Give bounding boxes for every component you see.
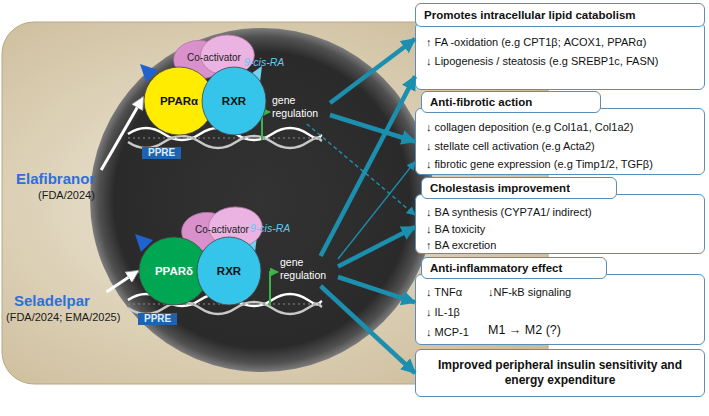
effect-header-text: Anti-inflammatory effect xyxy=(430,262,598,274)
effect-header-text: Promotes intracellular lipid catabolism xyxy=(424,9,696,21)
drug-label-text: (FDA/2024; EMA/2025) xyxy=(4,309,132,326)
coactivator-shape-text: Co-activator xyxy=(187,52,241,63)
receptor-ellipse-text: RXR xyxy=(222,95,246,107)
effect-list-text: ↓ TNFα xyxy=(426,286,462,298)
transcription-arrow xyxy=(270,272,278,306)
effect-list-text: ↓ BA synthesis (CYP7A1/ indirect) xyxy=(426,204,698,221)
effect-arrow xyxy=(338,162,415,259)
element-label: PPRE xyxy=(142,147,181,159)
effect-list-text: M1 → M2 (?) xyxy=(488,323,561,337)
effect-list: ↓ BA synthesis (CYP7A1/ indirect)↓ BA to… xyxy=(415,194,705,254)
effect-arrow xyxy=(321,76,415,256)
text-holder: Anti-inflammatory effect xyxy=(422,258,606,278)
effect-list: ↓ TNFα ↓NF-kB signaling ↓ IL-1β ↓ MCP-1 M1 →… xyxy=(415,274,705,345)
effect-list: ↓ collagen deposition (e.g Col1a1, Col1a… xyxy=(415,108,705,175)
drug-label-text: (FDA/2024) xyxy=(6,187,118,204)
text-holder: ↓ TNFα ↓NF-kB signaling ↓ IL-1β ↓ MCP-1 M1 →… xyxy=(416,275,704,344)
text-holder: ↓ BA synthesis (CYP7A1/ indirect)↓ BA to… xyxy=(416,195,704,253)
effect-list-text: ↓ Lipogenesis / steatosis (e.g SREBP1c, … xyxy=(426,52,698,71)
drug-label-text: Elafibranor xyxy=(6,170,118,187)
effect-arrow xyxy=(330,115,415,142)
effect-box: Improved peripheral insulin sensitivity … xyxy=(415,349,705,397)
text-holder: RXR xyxy=(201,66,267,136)
effect-arrow xyxy=(330,39,415,103)
effect-header: Anti-fibrotic action xyxy=(421,91,601,113)
effect-arrow xyxy=(307,124,415,215)
coactivator-shape-text: Co-activator xyxy=(195,224,249,235)
receptor-ellipse-text: RXR xyxy=(217,265,241,277)
receptor-ellipse-text: PPARα xyxy=(160,95,198,107)
receptor-fill xyxy=(197,237,261,305)
effect-header: Cholestasis improvement xyxy=(421,177,617,199)
effect-list-text: ↓ BA toxicity xyxy=(426,221,698,238)
text-holder: Improved peripheral insulin sensitivity … xyxy=(416,350,704,396)
effect-header-text: Cholestasis improvement xyxy=(430,182,608,194)
process-label-text: gene regulation xyxy=(272,94,330,120)
text-holder: Promotes intracellular lipid catabolism xyxy=(416,4,704,26)
drug-label-text: Seladelpar xyxy=(4,292,132,309)
drug-label: Seladelpar(FDA/2024; EMA/2025) xyxy=(4,292,132,334)
receptor-ellipse: RXR xyxy=(196,236,262,306)
drug-label: Elafibranor(FDA/2024) xyxy=(6,170,118,216)
text-holder: gene regulation xyxy=(280,256,338,286)
effect-list-text: ↓ fibrotic gene expression (e.g Timp1/2,… xyxy=(426,155,698,174)
effect-header: Anti-inflammatory effect xyxy=(421,257,607,279)
drug-binding-arrow xyxy=(106,271,138,292)
effect-list-text: ↓ IL-1β xyxy=(426,306,460,318)
receptor-ellipse: RXR xyxy=(201,66,267,136)
effect-arrow xyxy=(321,286,415,373)
text-holder: gene regulation xyxy=(272,94,330,124)
process-label: gene regulation xyxy=(280,256,338,286)
text-holder: Elafibranor(FDA/2024) xyxy=(6,170,118,216)
process-label-text: gene regulation xyxy=(280,256,338,282)
effect-list-text: ↓ collagen deposition (e.g Col1a1, Col1a… xyxy=(426,118,698,137)
drug-binding-arrow xyxy=(101,98,143,171)
effect-list-text: ↓ MCP-1 xyxy=(426,326,469,338)
receptor-fill xyxy=(202,67,266,135)
effect-list-text: ↓ stellate cell activation (e.g Acta2) xyxy=(426,137,698,156)
text-holder: Cholestasis improvement xyxy=(422,178,616,198)
effect-list-text: ↓NF-kB signaling xyxy=(488,286,571,298)
effect-header: Promotes intracellular lipid catabolism xyxy=(415,3,705,27)
effect-header-text: Anti-fibrotic action xyxy=(430,96,592,108)
process-label: gene regulation xyxy=(272,94,330,124)
text-holder: ↓ collagen deposition (e.g Col1a1, Col1a… xyxy=(416,109,704,174)
effect-box-text: Improved peripheral insulin sensitivity … xyxy=(426,358,694,388)
text-holder: Seladelpar(FDA/2024; EMA/2025) xyxy=(4,292,132,334)
effect-list-text: ↑ FA -oxidation (e.g CPT1β; ACOX1, PPARα… xyxy=(426,33,698,52)
receptor-ellipse-text: PPARδ xyxy=(155,265,193,277)
effect-list-text: ↑ BA excretion xyxy=(426,237,698,254)
effect-list: ↑ FA -oxidation (e.g CPT1β; ACOX1, PPARα… xyxy=(415,22,705,90)
transcription-arrow xyxy=(262,112,270,140)
ligand-label: 9-cis-RA xyxy=(244,56,284,68)
ligand-label: 9-cis-RA xyxy=(250,222,290,234)
text-holder: RXR xyxy=(196,236,262,306)
text-holder: Anti-fibrotic action xyxy=(422,92,600,112)
effect-arrow xyxy=(338,277,415,302)
text-holder: ↑ FA -oxidation (e.g CPT1β; ACOX1, PPARα… xyxy=(416,23,704,89)
effect-arrow xyxy=(338,227,415,267)
element-label: PPRE xyxy=(138,313,177,325)
nucleus xyxy=(90,28,434,372)
